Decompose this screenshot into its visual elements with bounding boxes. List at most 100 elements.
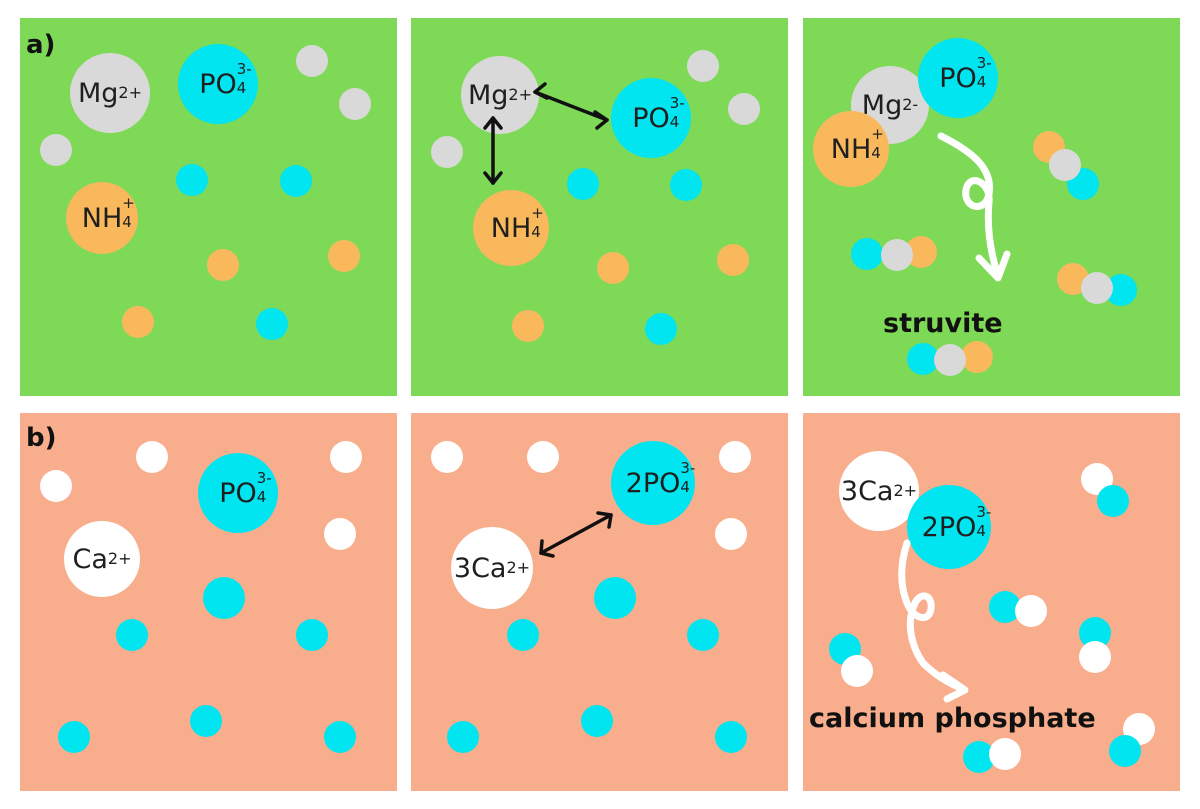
- phosphate-subscript: 4: [976, 73, 987, 91]
- precipitation-arrow: [937, 132, 1011, 282]
- phosphate-subscript: 4: [236, 79, 247, 97]
- row-label-a-text: a): [26, 30, 56, 60]
- ammonium-subscript: 4: [871, 144, 881, 162]
- magnesium-dot: [728, 93, 760, 125]
- phosphate-symbol: 2PO: [625, 467, 681, 499]
- phosphate-dot: [116, 619, 148, 651]
- calcium-dot: [1015, 595, 1047, 627]
- phosphate-dot: [851, 238, 883, 270]
- calcium-dot: [40, 470, 72, 502]
- phosphate-dot: [581, 705, 613, 737]
- calcium-dot: [527, 441, 559, 473]
- ammonium-symbol: NH: [81, 202, 123, 234]
- phosphate-dot: [715, 721, 747, 753]
- phosphate-dot: [687, 619, 719, 651]
- phosphate-dot: [594, 577, 636, 619]
- ammonium-dot: [961, 341, 993, 373]
- phosphate-charge: 3-: [669, 94, 685, 112]
- phosphate-dot: [507, 619, 539, 651]
- calcium-dot: [1079, 641, 1111, 673]
- ammonium-dot: [207, 249, 239, 281]
- magnesium-dot: [339, 88, 371, 120]
- ammonium-charge: +: [122, 194, 135, 212]
- ammonium-charge: +: [531, 204, 544, 222]
- magnesium-dot: [687, 50, 719, 82]
- phosphate-subscript: 4: [680, 478, 690, 496]
- row-label-b-text: b): [26, 423, 57, 453]
- phosphate-subscript: 4: [669, 113, 680, 131]
- magnesium-symbol: Mg: [77, 77, 119, 109]
- ammonium-ion: NH+4: [66, 182, 138, 254]
- phosphate-dot: [324, 721, 356, 753]
- phosphate-dot: [280, 165, 312, 197]
- phosphate-dot: [907, 343, 939, 375]
- phosphate-symbol: PO: [632, 102, 670, 134]
- calcium-dot: [431, 441, 463, 473]
- magnesium-dot: [934, 344, 966, 376]
- calcium-dot: [330, 441, 362, 473]
- ammonium-dot: [328, 240, 360, 272]
- ammonium-subscript: 4: [122, 213, 132, 231]
- ammonium-symbol: NH: [490, 212, 532, 244]
- phosphate-symbol: PO: [199, 68, 237, 100]
- calcium-dot: [841, 655, 873, 687]
- magnesium-dot: [1049, 149, 1081, 181]
- phosphate-dot: [296, 619, 328, 651]
- phosphate-dot: [58, 721, 90, 753]
- precipitation-arrow: [898, 539, 969, 703]
- phosphate-dot: [447, 721, 479, 753]
- phosphate-subscript: 4: [976, 522, 986, 540]
- calcium-dot: [136, 441, 168, 473]
- magnesium-dot: [431, 136, 463, 168]
- phosphate-dot: [176, 164, 208, 196]
- ammonium-ion: NH+4: [813, 111, 889, 187]
- phosphate-dot: [203, 577, 245, 619]
- calcium-dot: [715, 518, 747, 550]
- ammonium-dot: [122, 306, 154, 338]
- phosphate-dot: [1109, 735, 1141, 767]
- calcium-phosphate-label: calcium phosphate: [809, 703, 1096, 734]
- ca-po4-arrow: [539, 513, 613, 555]
- ammonium-dot: [717, 244, 749, 276]
- calcium-symbol: Ca: [72, 543, 108, 575]
- phosphate-charge: 3-: [256, 469, 272, 487]
- ammonium-subscript: 4: [531, 223, 541, 241]
- phosphate-charge: 3-: [236, 60, 252, 78]
- phosphate-symbol: 2PO: [921, 511, 977, 543]
- phosphate-dot: [645, 313, 677, 345]
- magnesium-dot: [881, 239, 913, 271]
- ammonium-charge: +: [871, 125, 884, 143]
- calcium-dot: [324, 518, 356, 550]
- ammonium-ion: NH+4: [473, 190, 549, 266]
- ammonium-symbol: NH: [830, 133, 872, 165]
- phosphate-charge: 3-: [976, 503, 992, 521]
- calcium-symbol: 3Ca: [453, 552, 507, 584]
- phosphate-charge: 3-: [976, 54, 992, 72]
- struvite-label: struvite: [883, 308, 1003, 339]
- phosphate-dot: [567, 168, 599, 200]
- ammonium-dot: [512, 310, 544, 342]
- attraction-arrow: [539, 511, 613, 558]
- calcium-symbol: 3Ca: [840, 475, 894, 507]
- phosphate-dot: [670, 169, 702, 201]
- magnesium-dot: [1081, 272, 1113, 304]
- magnesium-dot: [40, 134, 72, 166]
- phosphate-charge: 3-: [680, 459, 696, 477]
